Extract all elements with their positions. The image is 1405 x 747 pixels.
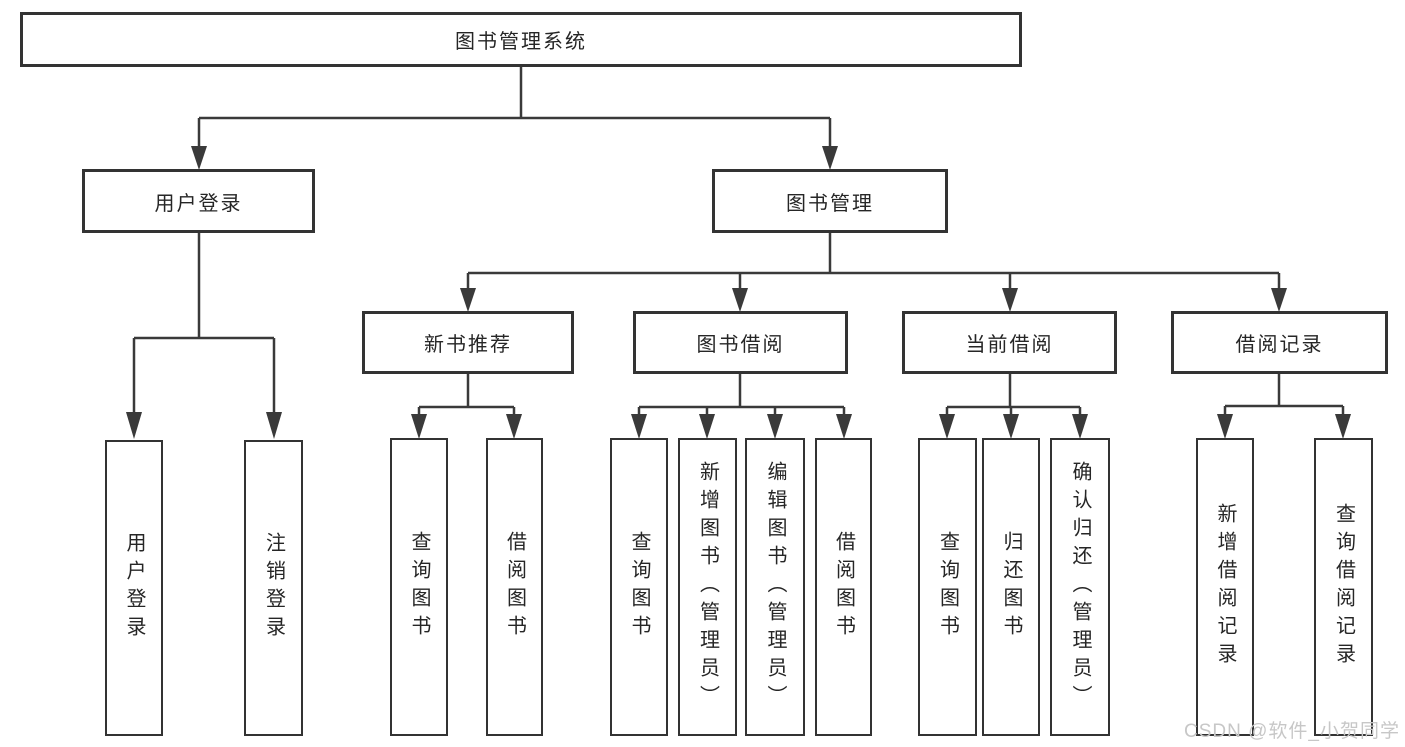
leaf-label: 新增图书（管理员） (696, 461, 719, 713)
node-current-borrow: 当前借阅 (902, 311, 1117, 374)
connector-lines (132, 67, 1345, 414)
leaf-return-book: 归还图书 (982, 438, 1040, 736)
leaf-query-book-borrow: 查询图书 (610, 438, 668, 736)
leaf-confirm-return-admin: 确认归还（管理员） (1050, 438, 1110, 736)
leaf-borrow-book: 借阅图书 (815, 438, 872, 736)
node-new-book-recommend: 新书推荐 (362, 311, 574, 374)
node-book-management: 图书管理 (712, 169, 948, 233)
node-user-login: 用户登录 (82, 169, 315, 233)
leaf-query-book-recommend: 查询图书 (390, 438, 448, 736)
leaf-add-book-admin: 新增图书（管理员） (678, 438, 737, 736)
leaf-label: 查询借阅记录 (1332, 503, 1355, 671)
leaf-label: 借阅图书 (503, 531, 526, 643)
leaf-label: 注销登录 (262, 532, 285, 644)
leaf-label: 确认归还（管理员） (1069, 461, 1091, 713)
leaf-add-borrow-record: 新增借阅记录 (1196, 438, 1254, 736)
arrowheads (126, 146, 1351, 439)
leaf-label: 用户登录 (123, 532, 145, 644)
node-borrow-record: 借阅记录 (1171, 311, 1388, 374)
leaf-query-book-current: 查询图书 (918, 438, 977, 736)
leaf-label: 查询图书 (628, 531, 650, 643)
leaf-user-login: 用户登录 (105, 440, 163, 736)
node-book-borrow: 图书借阅 (633, 311, 848, 374)
leaf-edit-book-admin: 编辑图书（管理员） (745, 438, 805, 736)
leaf-logout: 注销登录 (244, 440, 303, 736)
leaf-label: 编辑图书（管理员） (764, 461, 786, 713)
node-library-management-system: 图书管理系统 (20, 12, 1022, 67)
leaf-label: 查询图书 (408, 531, 430, 643)
leaf-label: 查询图书 (936, 531, 959, 643)
leaf-label: 归还图书 (1000, 531, 1022, 643)
leaf-query-borrow-record: 查询借阅记录 (1314, 438, 1373, 736)
leaf-label: 借阅图书 (832, 531, 855, 643)
csdn-watermark: CSDN @软件_小贺同学 (1184, 721, 1400, 742)
leaf-borrow-book-recommend: 借阅图书 (486, 438, 543, 736)
leaf-label: 新增借阅记录 (1214, 503, 1236, 671)
